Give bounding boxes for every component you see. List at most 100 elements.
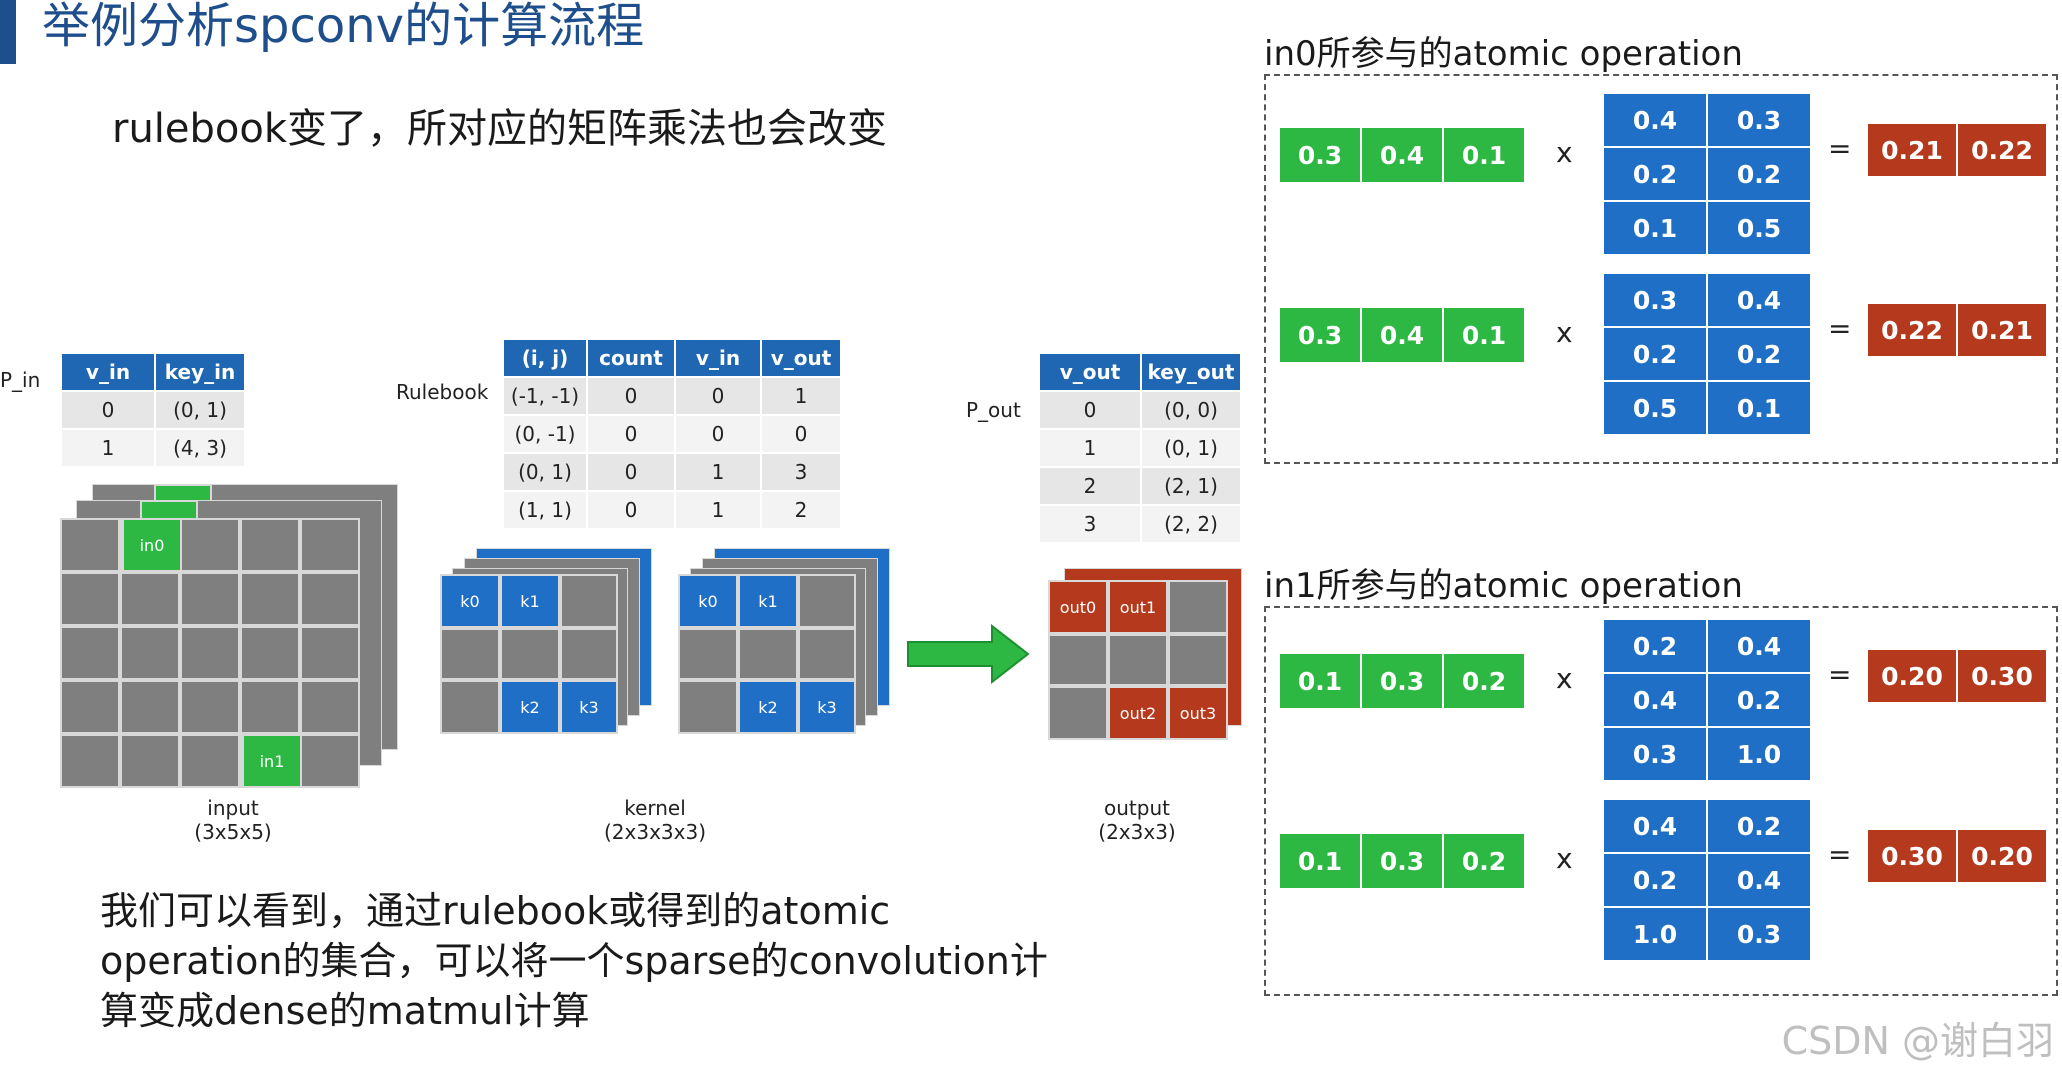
table-row: 1 (4, 3): [60, 428, 246, 468]
input-cell: [180, 518, 240, 572]
kernel-cell: [560, 628, 618, 680]
input-cell: [120, 734, 180, 788]
table-cell: (1, 1): [502, 490, 588, 530]
kernel-cell-k0: k0: [440, 574, 500, 628]
input-cell: [300, 572, 360, 626]
matrix-cell: 1.0: [1708, 728, 1810, 780]
input-cell: [180, 680, 240, 734]
equals-symbol: =: [1828, 132, 1852, 165]
matrix-cell: 0.2: [1604, 620, 1706, 672]
matrix-cell: 0.4: [1604, 674, 1706, 726]
input-cell: [60, 518, 120, 572]
rulebook-table: (i, j) count v_in v_out (-1, -1) 0 0 1 (…: [502, 338, 842, 530]
table-cell: (0, 1): [154, 390, 246, 430]
kernel-caption-title: kernel: [624, 796, 686, 820]
table-cell: (-1, -1): [502, 376, 588, 416]
result-cell: 0.20: [1958, 830, 2046, 882]
table-cell: 1: [60, 428, 156, 468]
result-cell: 0.30: [1868, 830, 1956, 882]
matrix-cell: 0.2: [1708, 674, 1810, 726]
times-symbol: x: [1556, 662, 1573, 695]
input-cell: [240, 518, 300, 572]
input-cell-in1: in1: [242, 734, 302, 788]
table-row: (0, -1) 0 0 0: [502, 414, 842, 454]
p-out-label: P_out: [966, 398, 1021, 422]
table-header-row: v_in key_in: [60, 352, 246, 392]
matrix-cell: 0.5: [1708, 202, 1810, 254]
input-cell: [300, 626, 360, 680]
table-cell: 3: [1038, 504, 1142, 544]
matrix-cell: 0.1: [1708, 382, 1810, 434]
p-out-table: v_out key_out 0 (0, 0) 1 (0, 1) 2 (2, 1)…: [1038, 352, 1242, 544]
input-cell: [120, 680, 180, 734]
table-cell: 1: [760, 376, 842, 416]
input-cell: [180, 734, 240, 788]
kernel-caption: kernel (2x3x3x3): [560, 796, 750, 844]
kernel-cell: [440, 628, 500, 680]
table-cell: 1: [1038, 428, 1142, 468]
kernel-cell-k3: k3: [798, 680, 856, 734]
matrix-cell: 0.2: [1708, 328, 1810, 380]
result-cell: 0.21: [1868, 124, 1956, 176]
vector-cell: 0.1: [1280, 654, 1360, 708]
table-cell: (4, 3): [154, 428, 246, 468]
matrix-cell: 0.2: [1708, 800, 1810, 852]
p-in-table: v_in key_in 0 (0, 1) 1 (4, 3): [60, 352, 246, 468]
table-row: (0, 1) 0 1 3: [502, 452, 842, 492]
input-caption-title: input: [207, 796, 259, 820]
input-layer-highlight: [140, 500, 198, 520]
table-row: (1, 1) 0 1 2: [502, 490, 842, 530]
input-cell: [180, 572, 240, 626]
input-cell: [120, 626, 180, 680]
input-cell: [60, 572, 120, 626]
input-cell: [240, 626, 300, 680]
vector-cell: 0.3: [1362, 654, 1442, 708]
kernel-cell: [798, 628, 856, 680]
kernel-cell-k3: k3: [560, 680, 618, 734]
table-cell: 2: [760, 490, 842, 530]
result-cell: 0.22: [1868, 304, 1956, 356]
table-header: v_out: [1038, 352, 1142, 392]
in1-section-box: [1264, 606, 2058, 996]
table-cell: (2, 1): [1140, 466, 1242, 506]
bottom-text: 我们可以看到，通过rulebook或得到的atomic operation的集合…: [100, 886, 1140, 1036]
matrix-cell: 0.4: [1708, 620, 1810, 672]
kernel-caption-dims: (2x3x3x3): [603, 820, 706, 844]
matrix-cell: 0.4: [1604, 800, 1706, 852]
vector-cell: 0.4: [1362, 308, 1442, 362]
table-header: v_out: [760, 338, 842, 378]
in1-section-title: in1所参与的atomic operation: [1264, 566, 1743, 606]
watermark: CSDN @谢白羽: [1781, 1019, 2054, 1063]
table-row: 1 (0, 1): [1038, 428, 1242, 468]
table-row: 0 (0, 1): [60, 390, 246, 430]
in0-section-box: [1264, 74, 2058, 464]
input-cell: [240, 572, 300, 626]
output-cell: [1108, 634, 1168, 686]
kernel-cell-k0: k0: [678, 574, 738, 628]
kernel-cell: [560, 574, 618, 628]
table-header: key_in: [154, 352, 246, 392]
kernel-cell-k2: k2: [738, 680, 798, 734]
vector-cell: 0.3: [1280, 308, 1360, 362]
table-row: (-1, -1) 0 0 1: [502, 376, 842, 416]
table-cell: 2: [1038, 466, 1142, 506]
result-cell: 0.30: [1958, 650, 2046, 702]
table-header-row: (i, j) count v_in v_out: [502, 338, 842, 378]
output-cell-out1: out1: [1108, 580, 1168, 634]
kernel-cell: [678, 680, 738, 734]
input-caption-dims: (3x5x5): [194, 820, 272, 844]
table-cell: (0, 1): [502, 452, 588, 492]
input-cell: [300, 734, 360, 788]
arrow-right-icon: [907, 623, 1030, 685]
vector-cell: 0.4: [1362, 128, 1442, 182]
title-accent-bar: [0, 0, 16, 64]
table-cell: (0, 1): [1140, 428, 1242, 468]
output-cell: [1048, 686, 1108, 740]
equals-symbol: =: [1828, 658, 1852, 691]
page-title: 举例分析spconv的计算流程: [42, 0, 645, 54]
table-cell: 0: [674, 376, 762, 416]
output-cell-out0: out0: [1048, 580, 1108, 634]
input-cell: [60, 734, 120, 788]
vector-cell: 0.1: [1280, 834, 1360, 888]
input-cell: [300, 518, 360, 572]
